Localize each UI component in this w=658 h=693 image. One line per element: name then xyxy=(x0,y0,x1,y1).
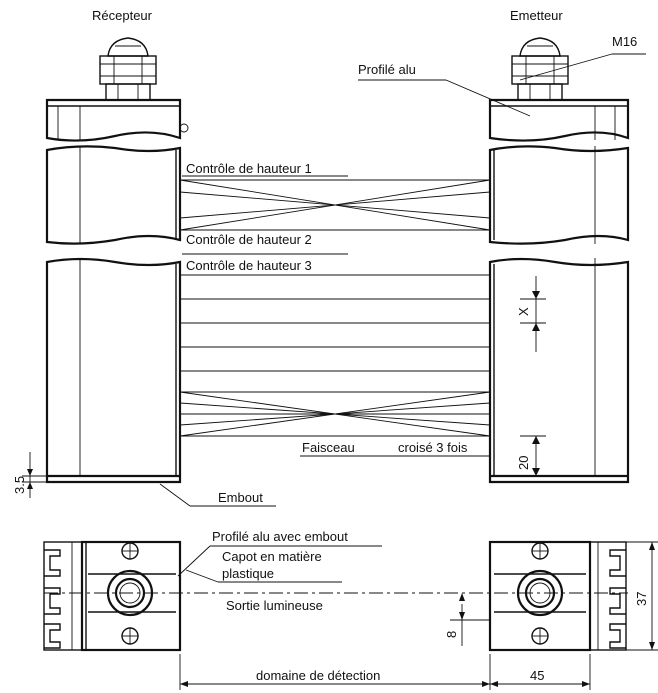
profile-with-end-cap-label: Profilé alu avec embout xyxy=(212,529,348,544)
receiver-label: Récepteur xyxy=(92,8,153,23)
beam-label: Faisceau xyxy=(302,440,355,455)
dimension-45-text: 45 xyxy=(530,668,544,683)
dimension-20-text: 20 xyxy=(516,456,531,470)
dimension-8 xyxy=(450,593,490,646)
beams-middle xyxy=(180,274,490,372)
dimension-detection-range xyxy=(179,654,591,690)
beams-crossed xyxy=(179,391,491,437)
dimension-20 xyxy=(520,435,546,476)
leader-lines xyxy=(159,53,646,583)
dimension-x xyxy=(520,276,546,352)
receiver-cable-gland xyxy=(99,37,157,101)
emitter-label: Emetteur xyxy=(510,8,563,23)
dimension-x-text: X xyxy=(516,307,531,316)
height-control-1-label: Contrôle de hauteur 1 xyxy=(186,161,312,176)
cap-label-line2: plastique xyxy=(222,566,274,581)
receiver-housing xyxy=(45,98,189,484)
m16-label: M16 xyxy=(612,34,637,49)
light-output-label: Sortie lumineuse xyxy=(226,598,323,613)
dimension-3-5 xyxy=(22,452,47,498)
end-cap-label: Embout xyxy=(218,490,263,505)
dimension-3-5-text: 3.5 xyxy=(12,476,27,494)
beams-upper xyxy=(179,179,491,231)
dimension-37-text: 37 xyxy=(634,592,649,606)
cap-label-line1: Capot en matière xyxy=(222,549,322,564)
receiver-section xyxy=(43,540,182,652)
emitter-housing xyxy=(488,98,630,484)
height-control-3-label: Contrôle de hauteur 3 xyxy=(186,258,312,273)
detection-range-label: domaine de détection xyxy=(256,668,380,683)
height-control-2-label: Contrôle de hauteur 2 xyxy=(186,232,312,247)
emitter-section xyxy=(488,540,627,652)
profile-alu-label: Profilé alu xyxy=(358,62,416,77)
dimension-37 xyxy=(626,541,658,651)
dimension-8-text: 8 xyxy=(444,631,459,638)
crossed-label: croisé 3 fois xyxy=(398,440,468,455)
